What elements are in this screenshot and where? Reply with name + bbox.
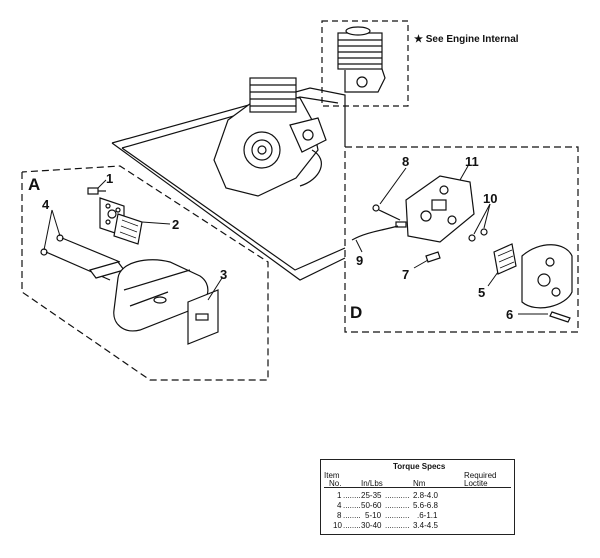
row-leader: ...........: [385, 511, 410, 520]
group-d-outline: [344, 146, 579, 333]
row-nm: 2.8-4.0: [413, 491, 438, 500]
callout-8: 8: [402, 154, 410, 169]
air-filter-cover: [521, 244, 573, 309]
part-8-screw: [372, 204, 380, 212]
header-item-line2: No.: [329, 479, 342, 488]
row-nm: 5.6-6.8: [413, 501, 438, 510]
row-inlbs: 30-40: [361, 521, 382, 530]
callout-10: 10: [483, 191, 498, 206]
row-leader: ...........: [385, 521, 410, 530]
callout-6: 6: [506, 307, 514, 322]
callout-5: 5: [478, 285, 486, 300]
table-row: 10 ........ 30-40 ........... 3.4-4.5: [321, 521, 514, 531]
row-nm: .6-1.1: [417, 511, 438, 520]
row-item: 8: [337, 511, 342, 520]
row-item: 1: [337, 491, 342, 500]
callout-4: 4: [42, 197, 50, 212]
header-nm: Nm: [413, 479, 426, 488]
part-2-screen: [113, 213, 143, 245]
row-leader: ........: [343, 501, 361, 510]
callout-11: 11: [465, 154, 479, 169]
callout-3: 3: [220, 267, 228, 282]
row-inlbs: 25-35: [361, 491, 382, 500]
row-nm: 3.4-4.5: [413, 521, 438, 530]
leader-lines: [43, 165, 548, 315]
row-item: 4: [337, 501, 342, 510]
engine-internal-note: ★ See Engine Internal: [414, 34, 519, 45]
callout-1: 1: [106, 171, 114, 186]
part-10-screw: [468, 234, 476, 242]
group-a-outline: [21, 165, 269, 381]
row-inlbs: 5-10: [365, 511, 382, 520]
callout-9: 9: [356, 253, 364, 268]
cylinder-illustration: [337, 26, 386, 93]
torque-table-rule: [324, 487, 511, 488]
frame-lines: [111, 87, 346, 147]
row-leader: ........: [343, 491, 361, 500]
torque-specs-table: Torque Specs Item No. In/Lbs Nm Required…: [320, 459, 515, 535]
part-6-pin: [549, 311, 571, 323]
callout-2: 2: [172, 217, 180, 232]
part-9-cable: [351, 225, 399, 241]
part-1-screw: [87, 187, 106, 195]
engine-illustration: [213, 77, 327, 197]
callout-7: 7: [402, 267, 410, 282]
part-3-plate: [187, 289, 219, 345]
row-inlbs: 50-60: [361, 501, 382, 510]
part-11-carburetor-plate: [405, 175, 475, 243]
row-leader: ........: [343, 511, 361, 520]
group-label-d: D: [350, 303, 363, 322]
header-item-line1: Item: [324, 471, 340, 480]
table-row: 4 ........ 50-60 ........... 5.6-6.8: [321, 501, 514, 511]
header-required-line2: Loctite: [464, 479, 488, 488]
table-row: 1 ........ 25-35 ........... 2.8-4.0: [321, 491, 514, 501]
part-5-filter: [493, 243, 517, 275]
row-leader: ........: [343, 521, 361, 530]
frame-lines-lower: [111, 142, 346, 281]
table-row: 8 ........ 5-10 ........... .6-1.1: [321, 511, 514, 521]
engine-internal-box: [321, 20, 409, 107]
row-leader: ...........: [385, 491, 410, 500]
group-label-a: A: [28, 175, 41, 194]
row-item: 10: [333, 521, 342, 530]
header-inlbs: In/Lbs: [361, 479, 383, 488]
row-leader: ...........: [385, 501, 410, 510]
header-required-line1: Required: [464, 471, 497, 480]
torque-table-title: Torque Specs: [393, 462, 446, 471]
muffler-body: [113, 259, 209, 332]
